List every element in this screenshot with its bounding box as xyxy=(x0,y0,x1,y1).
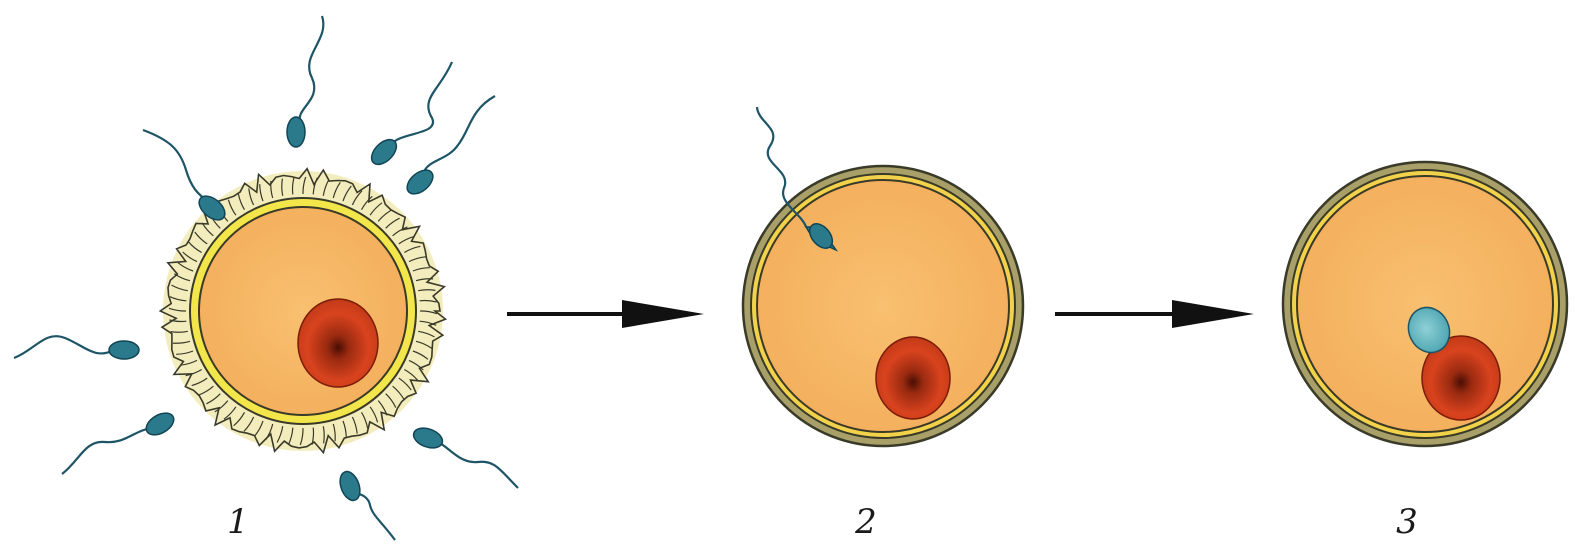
sperm-cell xyxy=(14,336,139,359)
sperm-head xyxy=(287,117,305,147)
arrow-2 xyxy=(1055,300,1254,328)
sperm-tail xyxy=(143,130,206,200)
sperm-cell xyxy=(287,16,323,147)
sperm-cell xyxy=(367,62,452,169)
sperm-head xyxy=(143,409,178,440)
stage-label-2: 2 xyxy=(855,505,877,539)
sperm-cell xyxy=(411,424,518,488)
sperm-cell xyxy=(143,130,229,225)
sperm-cell xyxy=(62,409,177,474)
stage-label-3: 3 xyxy=(1396,505,1418,539)
sperm-tail xyxy=(392,62,452,144)
egg-cytoplasm xyxy=(199,207,407,415)
sperm-tail xyxy=(438,442,518,488)
sperm-tail xyxy=(300,16,324,122)
stage-2-egg xyxy=(743,166,1023,446)
sperm-tail xyxy=(424,96,495,172)
sperm-tail xyxy=(354,492,395,540)
sperm-cell xyxy=(403,96,495,199)
egg-nucleus xyxy=(298,299,378,387)
sperm-head xyxy=(109,341,139,359)
sperm-head xyxy=(336,469,363,503)
arrow-1 xyxy=(507,300,704,328)
stage-3-zygote xyxy=(1283,162,1567,446)
stage-label-1: 1 xyxy=(227,505,249,539)
sperm-head xyxy=(411,424,445,451)
egg-nucleus xyxy=(876,337,950,419)
sperm-head xyxy=(403,165,438,198)
sperm-tail xyxy=(14,336,114,358)
sperm-tail xyxy=(62,428,152,474)
sperm-cell xyxy=(336,469,395,540)
